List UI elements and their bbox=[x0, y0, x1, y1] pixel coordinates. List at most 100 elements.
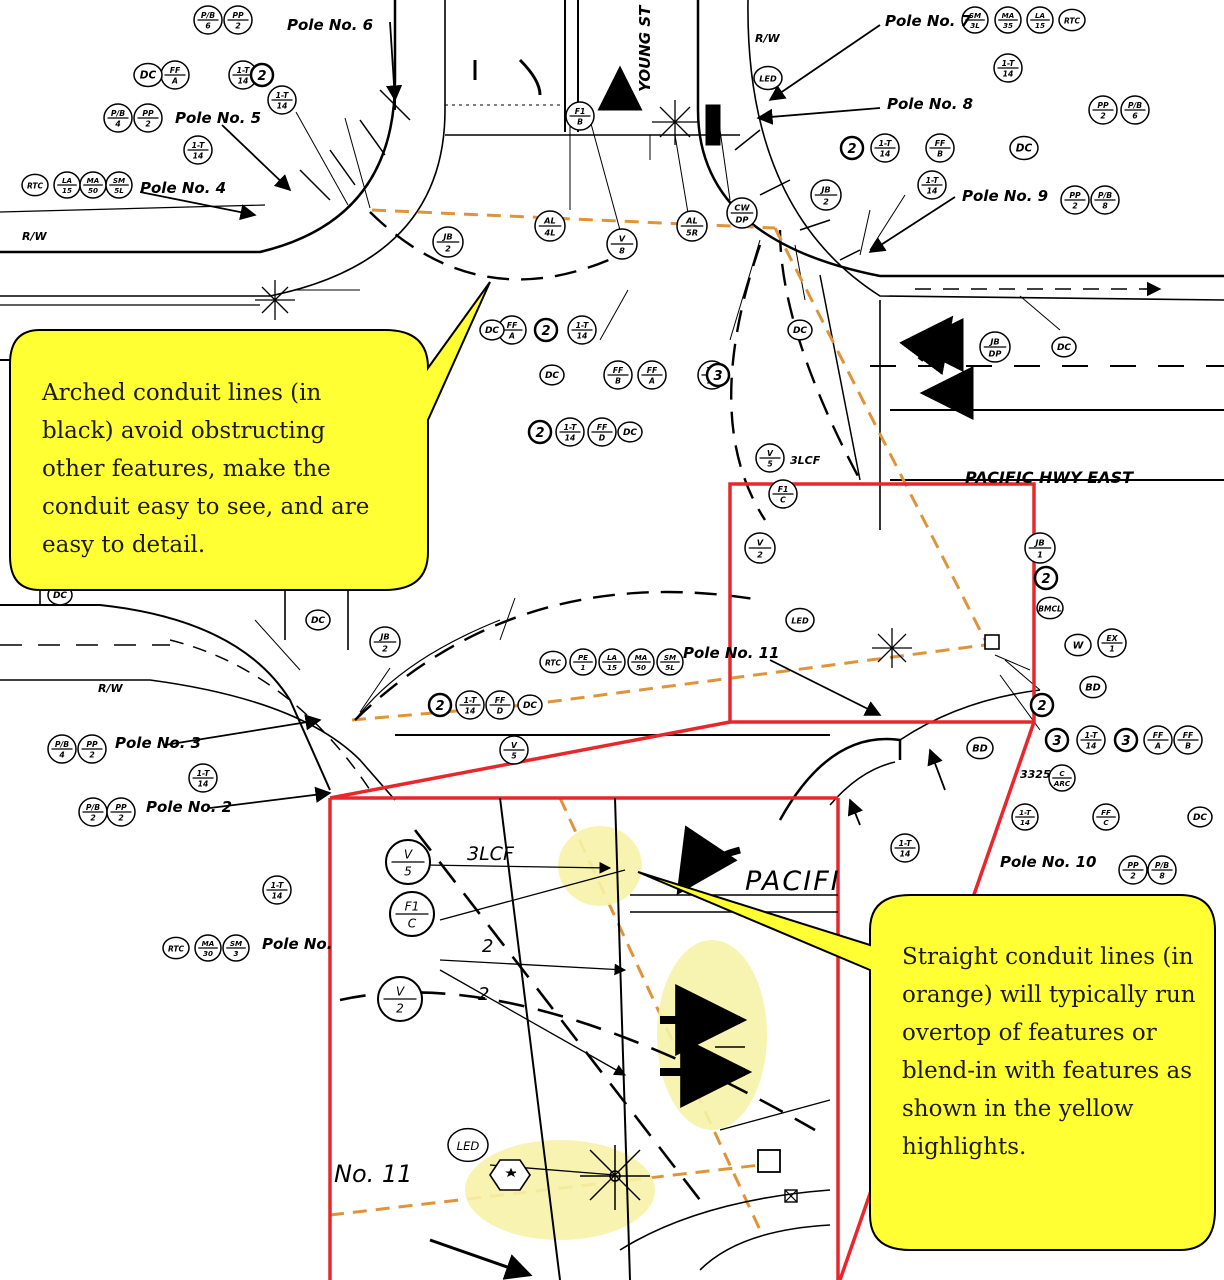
fraction-text: 1-T bbox=[1085, 731, 1098, 740]
fraction-bubble-jb2: JB2 bbox=[810, 179, 842, 211]
tag-text: LED bbox=[759, 74, 777, 84]
tag-bd: BD bbox=[1079, 675, 1107, 699]
fraction-bubble-r1_14: 1-T14 bbox=[228, 60, 258, 90]
fraction-text: V bbox=[619, 234, 626, 244]
fraction-text: SM bbox=[969, 11, 981, 20]
zoom-label-pacific: PACIFI bbox=[745, 866, 841, 897]
fraction-text: 3L bbox=[970, 21, 980, 30]
fraction-text: V bbox=[396, 984, 405, 998]
fraction-bubble-pp2: PP2 bbox=[133, 103, 163, 133]
fraction-text: PE bbox=[578, 653, 588, 662]
fraction-bubble-pb4: P/B4 bbox=[47, 734, 77, 764]
fraction-bubble-f1b: F1B bbox=[565, 101, 595, 131]
fraction-text: FF bbox=[1153, 731, 1164, 740]
fraction-text: 5 bbox=[404, 865, 412, 879]
conduit-count-text: 2 bbox=[541, 324, 550, 339]
fraction-text: V bbox=[511, 741, 518, 750]
fraction-text: PP bbox=[232, 11, 244, 20]
fraction-text: 1-T bbox=[464, 696, 477, 705]
fraction-text: 30 bbox=[203, 949, 213, 958]
label-pole-2: Pole No. 2 bbox=[146, 798, 232, 816]
fraction-text: 2 bbox=[1100, 112, 1105, 121]
fraction-text: 1-T bbox=[197, 769, 210, 778]
conduit-count-text: 3 bbox=[713, 369, 722, 384]
fraction-text: LA bbox=[607, 653, 617, 662]
fraction-bubble-pb8: P/B 8 bbox=[1147, 855, 1177, 885]
fraction-bubble-ffa: FFA bbox=[637, 360, 667, 390]
fraction-text: 1-T bbox=[564, 423, 577, 432]
fraction-text: 2 bbox=[1130, 872, 1135, 881]
tag-dc: DC bbox=[617, 421, 643, 443]
fraction-text: FF bbox=[1183, 731, 1194, 740]
fraction-text: D bbox=[497, 707, 504, 716]
fraction-text: MA bbox=[1002, 11, 1015, 20]
fraction-bubble-ffd: FFD bbox=[587, 417, 617, 447]
fraction-text: P/B bbox=[1155, 861, 1169, 870]
tag-dc: DC bbox=[133, 62, 163, 88]
fraction-text: 1-T bbox=[1002, 59, 1015, 68]
tag-led: LED bbox=[447, 1127, 489, 1163]
fraction-text: 1-T bbox=[276, 91, 289, 100]
fraction-text: PP bbox=[1069, 191, 1081, 200]
tag-text: W bbox=[1073, 640, 1085, 651]
conduit-count-text: 2 bbox=[847, 142, 856, 157]
rw-label-lower: R/W bbox=[98, 682, 123, 695]
tag-led: LED bbox=[753, 65, 783, 91]
fraction-text: 14 bbox=[1020, 818, 1030, 827]
fraction-text: 14 bbox=[1003, 70, 1014, 79]
fraction-bubble-pb2: P/B2 bbox=[78, 797, 108, 827]
fraction-bubble-pp2: PP2 bbox=[77, 734, 107, 764]
rw-label-left: R/W bbox=[22, 230, 47, 243]
tag-text: BMCL bbox=[1038, 604, 1062, 613]
label-3325: 3325 bbox=[1020, 768, 1051, 781]
fraction-text: 14 bbox=[565, 434, 576, 443]
conduit-count: 2 bbox=[1029, 692, 1055, 718]
zoom-label-3lcf: 3LCF bbox=[467, 843, 515, 865]
tag-text: DC bbox=[140, 70, 157, 82]
fraction-text: 14 bbox=[880, 150, 891, 159]
tag-rtc: RTC bbox=[162, 936, 190, 960]
fraction-text: FF bbox=[1101, 808, 1111, 817]
tag-dc: DC bbox=[539, 364, 565, 386]
fraction-text: LA bbox=[62, 176, 72, 185]
fraction-text: PP bbox=[1127, 861, 1139, 870]
fraction-text: 4 bbox=[115, 120, 120, 129]
tag-led: LED bbox=[785, 607, 815, 633]
street-young-st: YOUNG ST bbox=[636, 4, 654, 92]
label-pole-8: Pole No. 8 bbox=[887, 95, 973, 113]
fraction-text: PP bbox=[1097, 101, 1109, 110]
fraction-bubble-v2: V2 bbox=[377, 976, 423, 1022]
fraction-text: 5 bbox=[767, 460, 772, 469]
fraction-bubble-pb8: P/B8 bbox=[1090, 185, 1120, 215]
fraction-text: F1 bbox=[778, 485, 789, 494]
fraction-text: PP bbox=[115, 803, 127, 812]
fraction-text: 14 bbox=[900, 850, 911, 859]
fraction-text: LA bbox=[1035, 11, 1045, 20]
fraction-text: C bbox=[1059, 769, 1065, 778]
fraction-text: B bbox=[1185, 742, 1191, 751]
tag-text: DC bbox=[793, 326, 807, 336]
fraction-text: 50 bbox=[88, 186, 98, 195]
fraction-text: FF bbox=[647, 366, 658, 375]
fraction-text: 8 bbox=[1159, 872, 1165, 881]
fraction-text: A bbox=[171, 77, 178, 86]
fraction-text: 1-T bbox=[237, 66, 250, 75]
fraction-text: AL bbox=[543, 216, 556, 226]
fraction-text: C bbox=[780, 496, 786, 505]
fraction-text: P/B bbox=[55, 740, 69, 749]
fraction-text: CW bbox=[734, 203, 750, 213]
fraction-text: 50 bbox=[636, 663, 646, 672]
label-pole-6: Pole No. 6 bbox=[287, 16, 373, 34]
fraction-text: 2 bbox=[823, 196, 829, 206]
label-3lcf: 3LCF bbox=[790, 454, 821, 467]
fraction-bubble-ffa: FFA bbox=[160, 60, 190, 90]
fraction-text: 2 bbox=[382, 643, 388, 653]
tag-dc: DC bbox=[517, 694, 543, 716]
label-pole-7: Pole No. 7 bbox=[885, 12, 972, 30]
fraction-text: 5 bbox=[511, 752, 516, 761]
callout-left-text: Arched conduit lines (in black) avoid ob… bbox=[42, 380, 370, 558]
fraction-text: DP bbox=[736, 214, 749, 224]
